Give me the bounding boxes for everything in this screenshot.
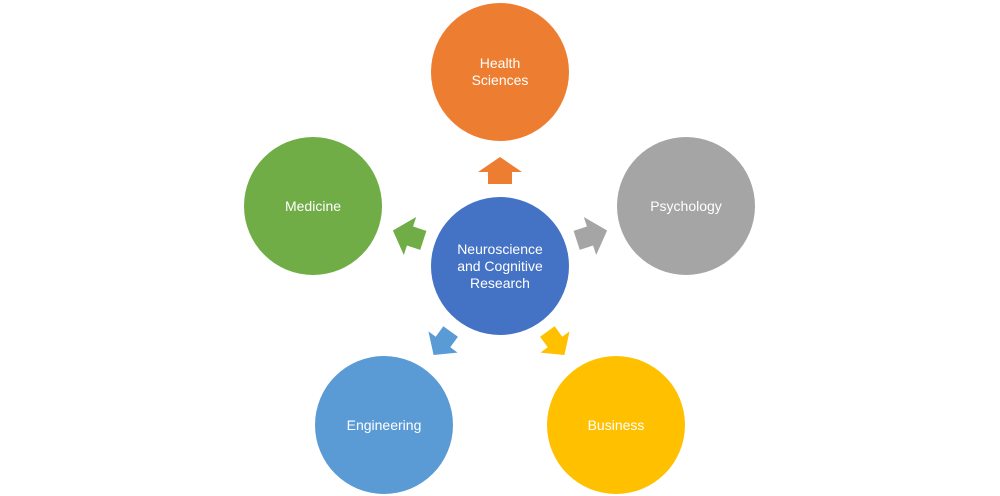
node-medicine-label: Medicine: [284, 197, 342, 214]
arrow-to-business: [540, 326, 570, 355]
node-health-sciences: Health Sciences: [431, 3, 569, 141]
arrow-to-health-sciences: [478, 157, 522, 184]
node-engineering: Engineering: [315, 356, 453, 494]
center-node-neuroscience: Neuroscience and Cognitive Research: [431, 197, 569, 335]
arrow-down-left-icon: [428, 326, 458, 355]
arrow-to-engineering: [428, 326, 458, 355]
arrow-left-icon: [392, 216, 427, 256]
node-business: Business: [547, 356, 685, 494]
node-psychology-label: Psychology: [650, 197, 722, 214]
center-node-label: Neuroscience and Cognitive Research: [457, 240, 543, 291]
arrow-to-psychology: [573, 216, 608, 256]
arrow-up-icon: [478, 157, 522, 184]
node-medicine: Medicine: [244, 137, 382, 275]
node-health-sciences-label: Health Sciences: [471, 55, 529, 88]
node-psychology: Psychology: [617, 137, 755, 275]
node-engineering-label: Engineering: [346, 416, 422, 433]
arrow-down-right-icon: [540, 326, 570, 355]
arrow-to-medicine: [392, 216, 427, 256]
node-business-label: Business: [587, 416, 645, 433]
arrow-right-icon: [573, 216, 608, 256]
